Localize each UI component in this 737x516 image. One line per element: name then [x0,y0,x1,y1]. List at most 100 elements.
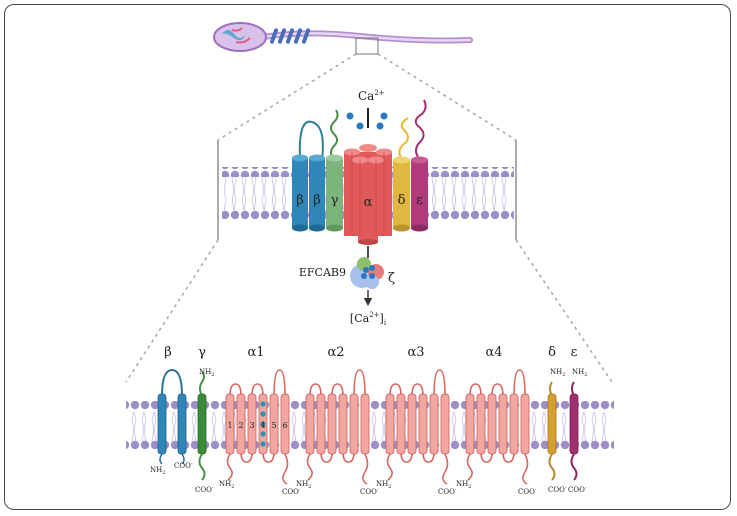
alpha4-cterm: COO- [518,487,537,496]
ca-intracellular-label: [Ca2+]i [350,311,387,327]
alpha3-cterm-tail [442,453,449,485]
alpha4-nterm-tail [466,453,473,481]
charged-residue [260,421,266,427]
alpha3-helix-6 [440,393,450,455]
segment-number-3: 3 [249,421,254,430]
topology-beta [157,368,187,465]
alpha3-nterm-tail [386,453,393,481]
charged-residue [260,401,266,407]
topo-label-alpha4: α4 [485,345,502,360]
ca-ion-label: Ca2+ [358,89,385,103]
alpha1-helix-5 [269,393,279,455]
epsilon-nterm: NH2 [572,368,587,378]
alpha2-nterm: NH2 [296,480,311,490]
alpha1-cterm: COO- [282,487,301,496]
subunit-beta2 [309,154,325,232]
alpha2-helix-1 [305,393,315,455]
charged-residue [260,431,266,437]
alpha2-nterm-tail [306,453,313,481]
gamma-nterm: NH2 [199,368,214,378]
charged-residue [260,441,266,447]
subunit-gamma [326,154,343,232]
alpha3-helix-2 [396,393,406,455]
alpha2-cterm: COO- [360,487,379,496]
alpha1-nterm: NH2 [219,480,234,490]
label-gamma: γ [331,193,339,208]
alpha4-helix-6 [520,393,530,455]
alpha4-nterm: NH2 [456,480,471,490]
bottom-membrane [126,401,614,449]
segment-number-1: 1 [227,421,232,430]
alpha4-helix-4 [498,393,508,455]
alpha4-helix-3 [487,393,497,455]
figure-frame [4,4,731,510]
alpha3-helix-1 [385,393,395,455]
delta-cterm: COO- [548,485,567,494]
zoom-box [355,37,379,55]
delta-nterm: NH2 [550,368,565,378]
topo-label-alpha2: α2 [327,345,344,360]
alpha1-nterm-tail [226,453,233,481]
efcab9-zeta-complex [350,257,384,289]
alpha4-loops [469,369,526,463]
ca-ions-extracellular [346,112,388,130]
topo-label-alpha3: α3 [407,345,424,360]
alpha4-helix-1 [465,393,475,455]
label-delta: δ [398,193,406,208]
alpha2-loops [309,369,366,463]
topo-label-delta: δ [548,345,556,360]
subunit-alpha [344,144,392,245]
alpha1-cterm-tail [282,453,289,485]
topo-label-gamma: γ [198,345,206,360]
alpha3-helix-5 [429,393,439,455]
label-beta1: β [296,193,304,208]
alpha3-cterm: COO- [438,487,457,496]
beta-cterm: COO- [174,461,193,470]
topo-label-alpha1: α1 [247,345,264,360]
subunit-beta1 [292,154,308,232]
beta-nterm: NH2 [150,466,165,476]
topo-label-beta: β [164,345,172,360]
label-alpha: α [364,195,373,210]
alpha4-helix-2 [476,393,486,455]
segment-number-5: 5 [271,421,276,430]
topology-delta [547,381,557,481]
alpha1-helix-2 [236,393,246,455]
subunit-epsilon [411,156,428,232]
alpha2-helix-4 [338,393,348,455]
topology-alpha3 [385,369,450,485]
alpha1-loops [229,369,286,463]
subunit-delta [393,156,410,232]
alpha3-nterm: NH2 [376,480,391,490]
label-beta2: β [313,193,321,208]
alpha2-helix-5 [349,393,359,455]
alpha2-helix-3 [327,393,337,455]
alpha3-loops [389,369,446,463]
segment-number-6: 6 [282,421,287,430]
alpha3-helix-4 [418,393,428,455]
label-efcab9: EFCAB9 [299,266,346,279]
segment-number-2: 2 [238,421,243,430]
alpha2-helix-2 [316,393,326,455]
alpha4-helix-5 [509,393,519,455]
label-zeta: ζ [388,271,395,286]
alpha2-helix-6 [360,393,370,455]
alpha3-helix-3 [407,393,417,455]
epsilon-cterm: COO- [568,485,587,494]
topology-alpha2 [305,369,370,485]
gamma-cterm: COO- [195,485,214,494]
topology-epsilon [569,381,579,481]
sperm-cell [213,22,473,55]
zoom-lines [125,53,613,383]
topology-gamma [197,371,207,481]
label-epsilon: ε [416,193,423,208]
alpha4-cterm-tail [522,453,529,485]
alpha2-cterm-tail [362,453,369,485]
alpha-domains [225,369,530,485]
topology-alpha4 [465,369,530,485]
charged-residue [260,411,266,417]
segment-number-4: 4 [260,421,265,430]
topo-label-epsilon: ε [571,345,578,360]
